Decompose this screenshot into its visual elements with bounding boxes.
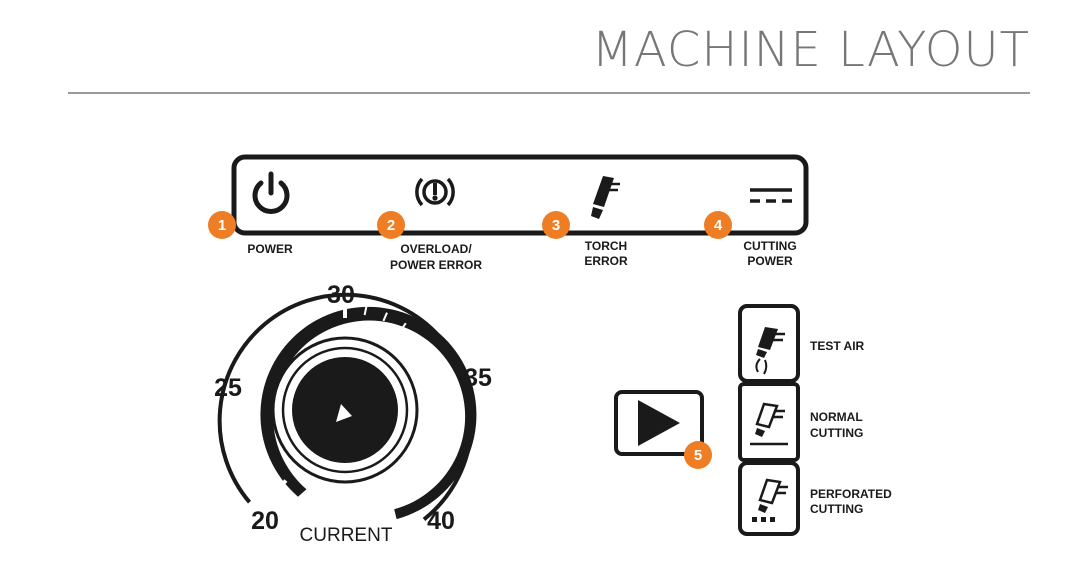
mode-label-perforated: PERFORATED: [810, 487, 892, 501]
dial-tick-marks: [239, 304, 451, 493]
dial-tick: [414, 336, 423, 345]
title-divider: [68, 92, 1030, 94]
dial-tick: [440, 393, 451, 397]
badge-number: 5: [694, 447, 702, 464]
badge-number: 4: [714, 217, 723, 234]
thermometer-icon: [415, 177, 455, 207]
indicator-panel: [231, 154, 809, 236]
test-air-icon: [755, 327, 785, 375]
dial-tick: [363, 305, 368, 316]
current-dial[interactable]: 20 25 30 35 40 CURRENT: [214, 281, 492, 546]
play-icon: [638, 400, 680, 446]
mode-label-test-air: TEST AIR: [810, 339, 865, 353]
dial-tick: [239, 414, 249, 418]
normal-cutting-icon: [750, 402, 788, 446]
badge-5: 5: [684, 441, 712, 469]
mode-label-perforated-line2: CUTTING: [810, 502, 863, 516]
indicator-label-power: POWER: [247, 242, 293, 256]
badge-circle: [208, 211, 236, 239]
dial-scale-35: 35: [464, 364, 492, 392]
dial-tick: [382, 312, 388, 322]
dial-tick: [254, 353, 263, 360]
mode-perforated-cutting-button[interactable]: [738, 461, 800, 536]
indicator-label-cutting: CUTTING: [743, 239, 796, 253]
dial-tick: [399, 322, 407, 332]
badge-2: 2: [377, 211, 405, 239]
indicator-label-torch-line2: ERROR: [584, 254, 628, 268]
dial-tick: [244, 371, 260, 381]
badge-4: 4: [704, 211, 732, 239]
dial-tick: [420, 469, 429, 477]
indicator-label-torch: TORCH: [585, 239, 627, 253]
dial-tick: [427, 353, 436, 360]
perforated-cutting-icon: [752, 478, 788, 522]
badge-3: 3: [542, 211, 570, 239]
play-button[interactable]: [614, 390, 704, 456]
dial-tick: [283, 322, 291, 332]
dial-pointer-icon: [336, 404, 352, 422]
dial-tick: [239, 393, 250, 397]
dial-scale-20: 20: [251, 507, 279, 535]
badge-number: 1: [218, 217, 226, 234]
dial-tick: [402, 479, 415, 493]
indicator-label-overload: OVERLOAD/: [400, 242, 472, 256]
dial-tick: [438, 434, 448, 439]
torch-icon: [591, 176, 620, 219]
dial-tick: [302, 312, 308, 322]
badge-number: 3: [552, 217, 560, 234]
mode-test-air-button[interactable]: [738, 304, 800, 383]
mode-normal-cutting-button[interactable]: [738, 382, 800, 462]
dial-scale-30: 30: [327, 281, 355, 309]
dial-tick: [275, 479, 288, 493]
dial-tick: [322, 305, 327, 316]
badge-1: 1: [208, 211, 236, 239]
dial-scale-25: 25: [214, 374, 242, 402]
dc-current-icon: [750, 188, 792, 203]
mode-label-normal: NORMAL: [810, 410, 863, 424]
dial-tick: [261, 469, 270, 477]
dial-tick: [441, 414, 451, 418]
indicator-label-cutting-line2: POWER: [747, 254, 793, 268]
dial-tick: [242, 434, 252, 439]
badge-number: 2: [387, 217, 395, 234]
dial-tick: [430, 371, 446, 381]
dial-tick: [431, 452, 441, 459]
dial-label: CURRENT: [300, 525, 393, 546]
power-icon: [252, 171, 290, 214]
dial-tick: [249, 452, 259, 459]
mode-selector: TEST AIR NORMAL CUTTING PERFORATED CUTTI…: [738, 304, 892, 536]
page-title: MACHINE LAYOUT: [591, 22, 1030, 78]
dial-scale-40: 40: [427, 507, 455, 535]
mode-label-normal-line2: CUTTING: [810, 426, 863, 440]
dial-tick: [267, 336, 276, 345]
indicator-label-overload-line2: POWER ERROR: [390, 258, 482, 272]
